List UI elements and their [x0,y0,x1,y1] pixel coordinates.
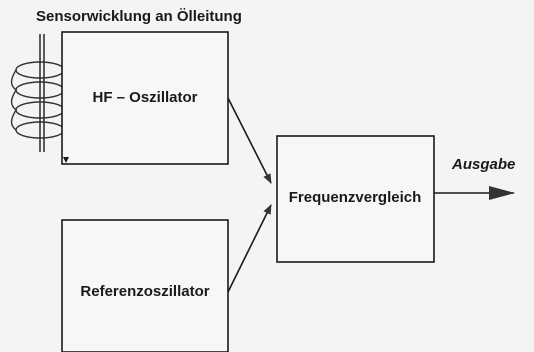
frequency-comparison-block [276,135,435,263]
reference-to-comparison-arrow [227,204,272,293]
frequency-comparison-label: Frequenzvergleich [288,189,422,206]
reference-oscillator-label: Referenzoszillator [80,283,210,300]
sensor-coil-icon [10,34,65,152]
hf-to-comparison-arrow [227,97,272,184]
hf-oscillator-label: HF – Oszillator [92,89,198,106]
reference-oscillator-block [61,219,229,352]
output-label: Ausgabe [452,156,516,173]
sensor-caption: Sensorwicklung an Ölleitung [36,8,242,25]
small-marker-icon [63,157,69,163]
